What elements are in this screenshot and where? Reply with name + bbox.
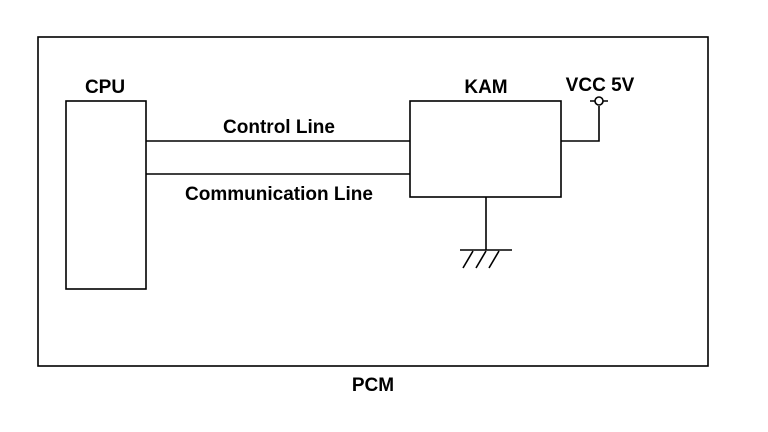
vcc-label: VCC 5V (566, 75, 635, 96)
pcm-label: PCM (352, 375, 394, 396)
ground-icon (460, 197, 512, 269)
cpu-label: CPU (85, 77, 125, 98)
pcm-boundary (37, 36, 709, 367)
vcc-terminal-icon (594, 96, 604, 106)
vcc-wire (561, 106, 600, 142)
control-line-label: Control Line (223, 117, 335, 138)
communication-line-label: Communication Line (185, 184, 373, 205)
kam-block (409, 100, 562, 198)
kam-label: KAM (464, 77, 507, 98)
cpu-block (65, 100, 147, 290)
